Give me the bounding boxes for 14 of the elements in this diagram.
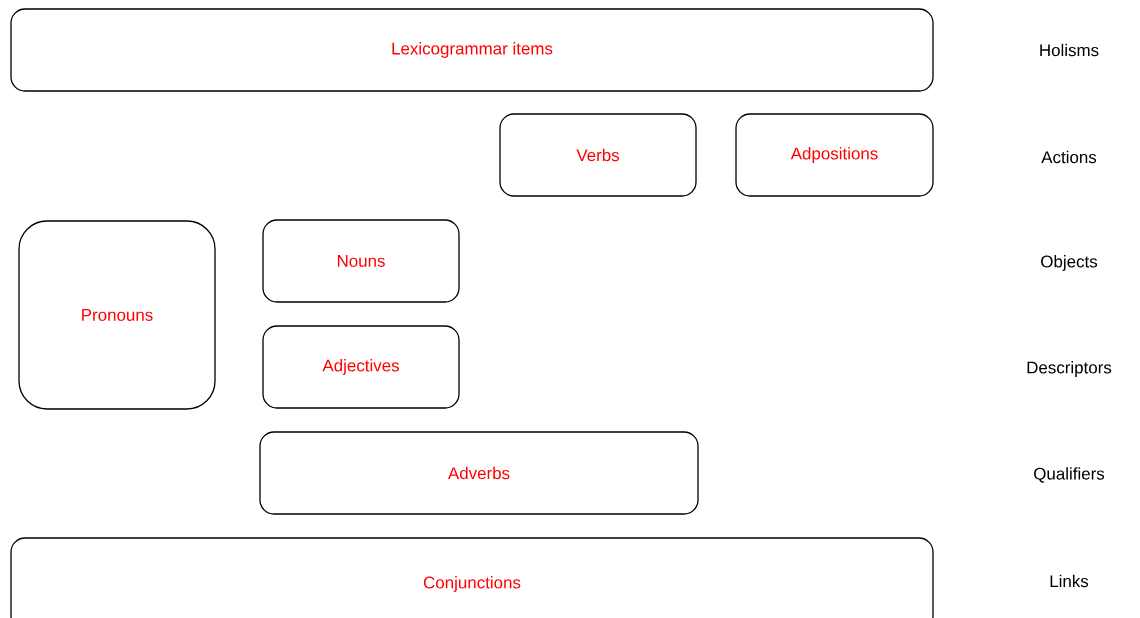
- category-box: Adjectives: [262, 325, 460, 409]
- category-box: Conjunctions: [10, 537, 934, 618]
- category-box: Adverbs: [259, 431, 699, 515]
- row-label: Links: [1050, 574, 1089, 588]
- category-box: Nouns: [262, 219, 460, 303]
- row-label: Descriptors: [1027, 361, 1112, 377]
- category-box: Adpositions: [735, 113, 934, 197]
- category-box: Verbs: [499, 113, 697, 197]
- row-label: Objects: [1041, 255, 1098, 271]
- row-label: Holisms: [1040, 43, 1099, 57]
- row-label: Qualifiers: [1034, 467, 1105, 483]
- row-label: Actions: [1041, 150, 1097, 164]
- category-box: Lexicogrammar items: [10, 8, 934, 92]
- category-box: Pronouns: [18, 220, 216, 410]
